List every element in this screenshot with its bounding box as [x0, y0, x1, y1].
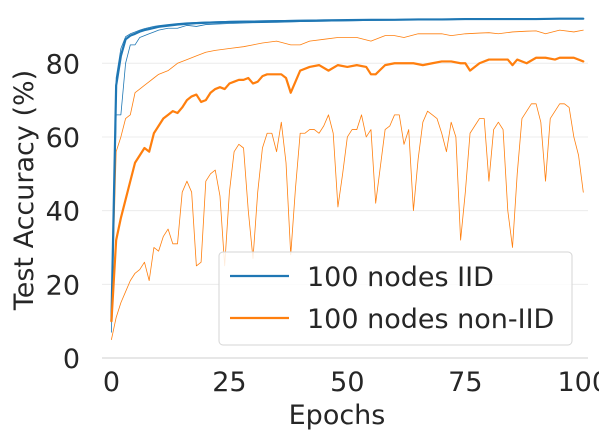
legend: 100 nodes IID 100 nodes non-IID [218, 251, 573, 346]
y-tick-label: 40 [46, 197, 80, 228]
y-tick-label: 0 [63, 344, 80, 375]
y-tick-label: 20 [46, 270, 80, 301]
legend-box [218, 251, 573, 346]
series-line-100-nodes-non-iid [110, 56, 585, 323]
series-layer [110, 17, 585, 340]
x-tick-label: 25 [212, 367, 246, 398]
y-tick-label: 80 [46, 49, 80, 80]
x-tick-label: 0 [103, 367, 120, 398]
series-line-100-nodes-non-iid-lower [111, 103, 584, 340]
x-tick-label: 50 [330, 367, 364, 398]
legend-label-iid: 100 nodes IID [307, 262, 494, 293]
series-line-100-nodes-iid [110, 17, 585, 323]
x-axis-label: Epochs [289, 400, 386, 431]
x-tick-label: 100 [558, 367, 599, 398]
series-line-100-nodes-non-iid-upper [111, 29, 584, 322]
x-ticks: 0 25 50 75 100 [103, 367, 599, 398]
y-tick-label: 60 [46, 123, 80, 154]
x-tick-label: 75 [448, 367, 482, 398]
y-axis-label: Test Accuracy (%) [9, 70, 40, 311]
y-ticks: 0 20 40 60 80 [46, 49, 80, 375]
legend-label-noniid: 100 nodes non-IID [307, 304, 554, 335]
